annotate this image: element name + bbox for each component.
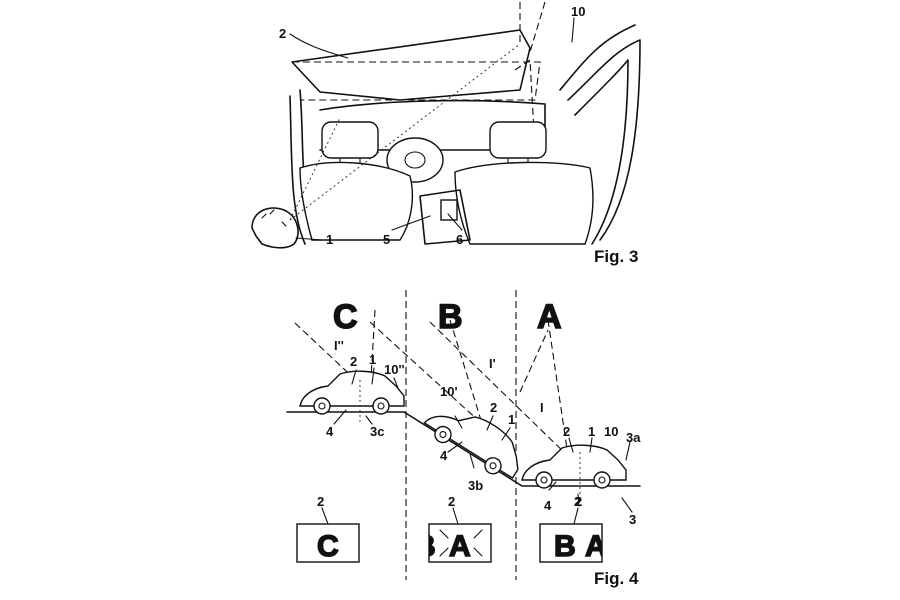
ref-c-4: 4 [326, 424, 334, 439]
left-seat [299, 161, 414, 241]
left-headrest [321, 121, 379, 159]
ref-panel-1: 2 [317, 494, 324, 509]
ref-c-3c: 3c [370, 424, 384, 439]
ref-c-1: 1 [369, 352, 376, 367]
ref-a-10: 10 [604, 424, 618, 439]
ref-c-10pp: 10'' [384, 362, 405, 377]
ref-panel-3: 2 [574, 494, 581, 509]
ref-a-2b: 2 [575, 494, 582, 509]
controller [440, 199, 458, 221]
ref-a-1: 1 [588, 424, 595, 439]
road-surface [286, 411, 641, 487]
display-panel-c [296, 523, 360, 563]
car-10 [521, 444, 627, 500]
ref-6: 6 [456, 232, 463, 247]
zone-label-b: B [438, 298, 463, 336]
ref-b-10p: 10' [440, 384, 458, 399]
ref-c-2: 2 [350, 354, 357, 369]
ref-a-3a: 3a [626, 430, 641, 445]
projection-area [292, 61, 541, 101]
dashboard [319, 99, 546, 151]
right-door-frame [559, 24, 636, 91]
cone-label-i1: I' [489, 356, 496, 371]
cone-label-i2: I'' [334, 338, 344, 353]
fig4-drawing [286, 290, 641, 580]
driver-head [251, 207, 299, 249]
cone-i1 [369, 319, 485, 431]
ref-b-2: 2 [490, 400, 497, 415]
ref-10: 10 [571, 4, 585, 19]
fig4-caption: Fig. 4 [594, 569, 639, 588]
ref-a-4: 4 [544, 498, 552, 513]
ref-a-2: 2 [563, 424, 570, 439]
right-seat [454, 161, 594, 245]
panel-2-letter-b: B [414, 530, 436, 563]
panel-3-letter-a: A [585, 530, 607, 563]
ref-1: 1 [326, 232, 333, 247]
ref-b-4: 4 [440, 448, 448, 463]
panel-2-letter-a: A [449, 530, 471, 563]
fig3-caption: Fig. 3 [594, 247, 638, 266]
windshield [291, 29, 531, 101]
steering-wheel [386, 137, 444, 183]
car-10p [423, 415, 519, 479]
fig3-drawing [251, 1, 641, 249]
cone-label-i0: I [540, 400, 544, 415]
ref-panel-2: 2 [448, 494, 455, 509]
cone-i0 [429, 319, 573, 461]
panel-1-letter: C [317, 530, 339, 563]
car-10pp [299, 370, 405, 424]
zone-label-a: A [537, 298, 562, 336]
ref-a-3: 3 [629, 512, 636, 527]
ref-5: 5 [383, 232, 390, 247]
right-headrest [489, 121, 547, 159]
ref-b-1: 1 [508, 412, 515, 427]
display-panel-ba [428, 523, 492, 563]
ref-2: 2 [279, 26, 286, 41]
center-console [419, 189, 471, 245]
display-panel-ba-right [539, 523, 603, 563]
ref-b-3b: 3b [468, 478, 483, 493]
zone-label-c: C [333, 298, 358, 336]
panel-3-letter-b: B [554, 530, 576, 563]
